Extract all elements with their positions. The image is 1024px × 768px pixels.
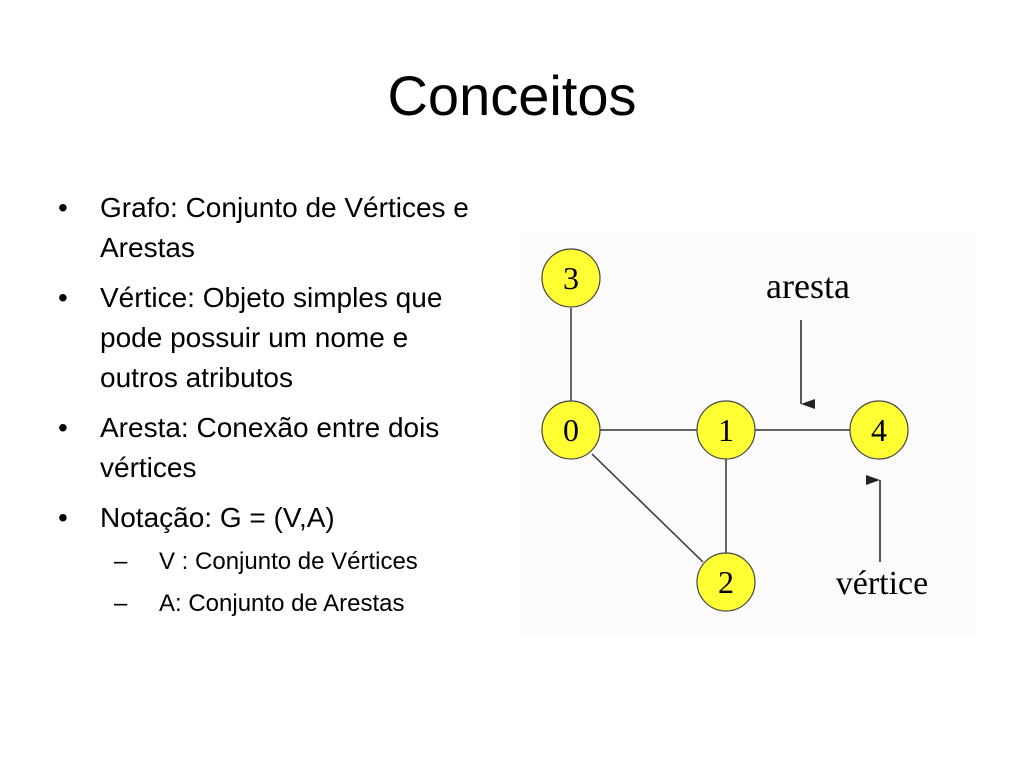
bullet-text: Aresta: Conexão entre dois vértices [100, 412, 440, 483]
bullet-item: • Notação: G = (V,A) [58, 498, 478, 538]
graph-node: 1 [696, 400, 756, 460]
node-circle [696, 552, 756, 612]
sub-bullet-text: V : Conjunto de Vértices [159, 548, 418, 575]
bullet-text: Notação: G = (V,A) [100, 502, 335, 533]
sub-bullet-marker: – [114, 548, 128, 575]
sub-bullet-text: A: Conjunto de Arestas [159, 590, 405, 617]
bullet-list: • Grafo: Conjunto de Vértices e Arestas … [58, 188, 478, 626]
bullet-marker: • [58, 192, 68, 223]
node-circle [696, 400, 756, 460]
bullet-item: • Vértice: Objeto simples que pode possu… [58, 278, 478, 398]
edge-annotation-label: aresta [766, 266, 850, 306]
bullet-text: Grafo: Conjunto de Vértices e Arestas [100, 192, 469, 263]
bullet-item: • Grafo: Conjunto de Vértices e Arestas [58, 188, 478, 268]
node-label: 0 [563, 412, 579, 448]
bullet-item: • Aresta: Conexão entre dois vértices [58, 408, 478, 488]
sub-bullet-item: – A: Conjunto de Arestas [114, 584, 478, 624]
bullet-marker: • [58, 412, 68, 443]
node-circle [541, 248, 601, 308]
bullet-marker: • [58, 502, 68, 533]
node-label: 1 [718, 412, 734, 448]
edge-0-2 [591, 453, 704, 563]
slide-title: Conceitos [387, 64, 637, 127]
bullet-marker: • [58, 282, 68, 313]
graph-svg: 3 0 1 4 2 aresta vértice [541, 248, 929, 612]
graph-diagram: 3 0 1 4 2 aresta vértice [520, 232, 976, 636]
sub-bullet-item: – V : Conjunto de Vértices [114, 542, 478, 582]
node-circle [541, 400, 601, 460]
graph-node: 0 [541, 400, 601, 460]
graph-node: 2 [696, 552, 756, 612]
node-label: 3 [563, 260, 579, 296]
graph-node: 3 [541, 248, 601, 308]
bullet-text: Vértice: Objeto simples que pode possuir… [100, 282, 443, 393]
node-circle [849, 400, 909, 460]
graph-node: 4 [849, 400, 909, 460]
node-label: 2 [718, 564, 734, 600]
node-label: 4 [871, 412, 887, 448]
sub-bullet-marker: – [114, 590, 128, 617]
vertex-annotation-label: vértice [836, 565, 929, 602]
